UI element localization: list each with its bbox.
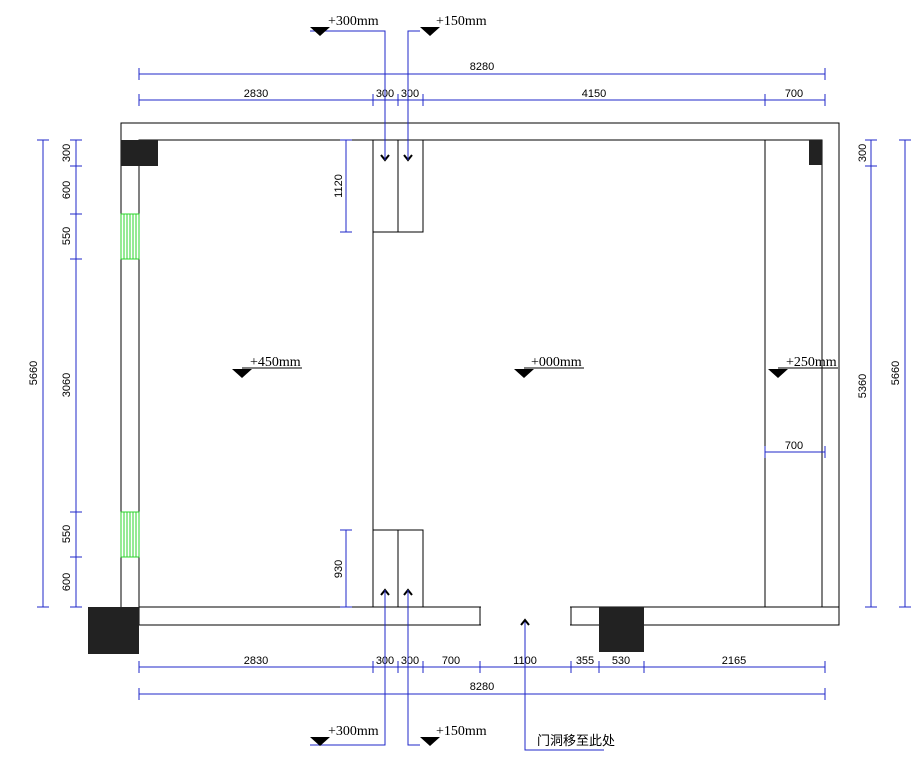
dim-bottom-seg-4: 700 (442, 655, 460, 667)
column-top-right (809, 140, 822, 165)
dim-top-total: 8280 (470, 61, 494, 73)
bottom-wall-left (138, 606, 481, 626)
dim-bottom-total: 8280 (470, 681, 494, 693)
dim-bottom-seg-7: 530 (612, 655, 630, 667)
dimensions-left: 5660 300 600 550 3060 550 600 (28, 139, 82, 608)
windows (120, 213, 140, 558)
dim-left-seg-4: 3060 (61, 373, 73, 397)
walls (120, 122, 840, 627)
dim-top-seg-1: 2830 (244, 88, 268, 100)
window-upper (120, 213, 140, 260)
level-bottom-b: +150mm (436, 724, 487, 739)
dim-bottom-seg-3: 300 (401, 655, 419, 667)
level-marker-top-a: +300mm (310, 14, 379, 36)
level-marker-right-room: +250mm (768, 355, 838, 378)
leader-lines (310, 30, 604, 751)
column-bottom-mid (599, 607, 644, 652)
level-top-b: +150mm (436, 14, 487, 29)
dim-bottom-seg-6: 355 (576, 655, 594, 667)
dim-left-seg-2: 600 (61, 181, 73, 199)
dim-left-seg-3: 550 (61, 227, 73, 245)
level-marker-top-b: +150mm (420, 14, 487, 36)
dim-left-seg-6: 600 (61, 573, 73, 591)
level-left-room: +450mm (250, 355, 301, 370)
level-marker-left-room: +450mm (232, 355, 302, 378)
dim-right-top: 300 (857, 144, 869, 162)
level-top-a: +300mm (328, 14, 379, 29)
dim-right-outer: 5660 (890, 361, 902, 385)
dim-top-seg-5: 700 (785, 88, 803, 100)
level-marker-bottom-b: +150mm (420, 724, 487, 746)
columns (88, 140, 822, 654)
level-marker-center-room: +000mm (514, 355, 584, 378)
level-bottom-a: +300mm (328, 724, 379, 739)
dim-right-inner: 5360 (857, 374, 869, 398)
steps-bottom (372, 529, 424, 608)
right-counter (764, 139, 823, 608)
dim-bottom-seg-8: 2165 (722, 655, 746, 667)
dimensions-right: 300 5360 5660 (857, 139, 911, 608)
outer-wall (120, 122, 840, 626)
dim-left-seg-1: 300 (61, 144, 73, 162)
dim-top-seg-4: 4150 (582, 88, 606, 100)
dim-left-outer: 5660 (28, 361, 40, 385)
level-right-room: +250mm (786, 355, 837, 370)
dimensions-bottom: 2830 300 300 700 1100 355 530 2165 8280 (138, 655, 826, 700)
dim-counter-width: 700 (785, 440, 803, 452)
dim-bottom-cabinet-depth: 930 (333, 560, 345, 578)
steps-top (372, 139, 424, 233)
level-marker-bottom-a: +300mm (310, 724, 379, 746)
dim-bottom-seg-1: 2830 (244, 655, 268, 667)
door-relocate-note: 门洞移至此处 (537, 734, 615, 749)
dimensions-internal: 1120 930 700 (333, 139, 826, 608)
dim-top-seg-3: 300 (401, 88, 419, 100)
level-center-room: +000mm (531, 355, 582, 370)
dim-top-cabinet-depth: 1120 (333, 174, 345, 198)
dim-left-seg-5: 550 (61, 525, 73, 543)
window-lower (120, 511, 140, 558)
column-top-left (121, 140, 158, 166)
dimensions-top: 8280 2830 300 300 4150 700 (138, 61, 826, 106)
column-bottom-left (88, 607, 139, 654)
